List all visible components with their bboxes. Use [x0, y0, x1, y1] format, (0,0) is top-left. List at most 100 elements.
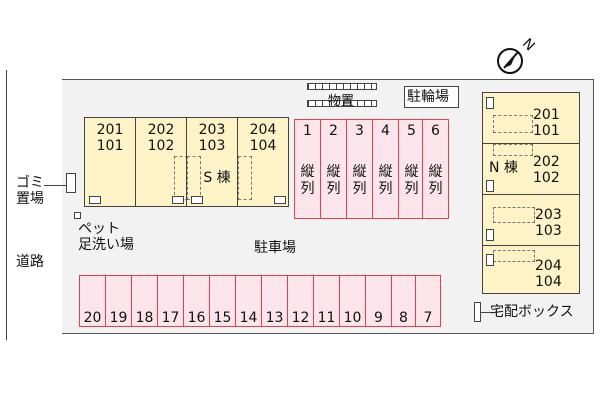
- storage-label: 物置: [328, 94, 355, 109]
- s-unit-4-stair: [238, 156, 252, 200]
- s-unit-4-upper: 204: [249, 122, 277, 138]
- parking-label: 駐車場: [254, 240, 296, 256]
- s-unit-3-lower: 103: [198, 138, 226, 154]
- parking-slot: 10: [339, 275, 366, 327]
- n-unit-1-door: [486, 97, 494, 109]
- s-unit-3: 203 103 S 棟: [186, 117, 238, 207]
- s-building: 201 101 202 102 203 103 S 棟 204 104: [84, 117, 289, 207]
- parking-slot: 20: [79, 275, 106, 327]
- parking-slot: 17: [157, 275, 184, 327]
- n-unit-2-upper: 202: [533, 154, 560, 170]
- delivery-box-marker: [474, 302, 481, 322]
- road-label: 道路: [16, 254, 44, 270]
- garbage-bin: [66, 173, 76, 193]
- road-edge-line: [6, 70, 7, 340]
- s-unit-4: 204 104: [237, 117, 289, 207]
- s-unit-1-door: [89, 196, 101, 204]
- storage-area: [307, 83, 377, 107]
- parking-slot: 12: [287, 275, 314, 327]
- n-building-label: N 棟: [489, 160, 518, 176]
- vertical-parking-slot: 1 縦 列: [294, 119, 321, 219]
- delivery-leader-line: [481, 312, 491, 313]
- slot-type: 縦 列: [404, 164, 419, 197]
- pet-wash-marker: [74, 212, 81, 219]
- slot-number: 8: [399, 310, 408, 326]
- n-unit-3-door: [486, 229, 494, 241]
- slot-number: 15: [213, 310, 232, 326]
- n-unit-1-stair: [493, 115, 533, 133]
- slot-number: 19: [109, 310, 128, 326]
- slot-type: 縦 列: [326, 164, 341, 197]
- parking-slot: 19: [105, 275, 132, 327]
- s-unit-2: 202 102: [135, 117, 188, 207]
- slot-number: 9: [374, 310, 383, 326]
- s-unit-1-upper: 201: [96, 122, 124, 138]
- n-unit-1-lower: 101: [533, 123, 560, 139]
- parking-slot: 15: [209, 275, 236, 327]
- bicycle-label: 駐輪場: [407, 89, 449, 105]
- n-unit-3-lower: 103: [535, 223, 562, 239]
- n-unit-3: 203 103: [482, 194, 580, 246]
- slot-number: 17: [161, 310, 180, 326]
- s-unit-4-door: [274, 196, 286, 204]
- slot-type: 縦 列: [428, 164, 443, 197]
- parking-slot: 16: [183, 275, 210, 327]
- s-building-label: S 棟: [203, 170, 231, 186]
- storage-bottom-row: [307, 100, 377, 107]
- parking-slot: 18: [131, 275, 158, 327]
- garbage-leader-line: [44, 185, 66, 186]
- vertical-parking-slot: 4 縦 列: [372, 119, 399, 219]
- n-unit-2-lower: 102: [533, 170, 560, 186]
- n-unit-1-upper: 201: [533, 107, 560, 123]
- n-unit-1: 201 101: [482, 92, 580, 144]
- n-building: 201 101 202 102 N 棟 203 103 204 104: [482, 92, 580, 294]
- s-unit-1: 201 101: [84, 117, 136, 207]
- slot-number: 5: [407, 123, 416, 139]
- north-arrow-icon: [496, 46, 524, 74]
- parking-slot: 13: [261, 275, 288, 327]
- slot-number: 11: [317, 310, 336, 326]
- n-unit-2-stair: [493, 144, 533, 156]
- storage-top-row: [307, 83, 377, 90]
- vertical-parking-slot: 5 縦 列: [398, 119, 425, 219]
- slot-number: 1: [303, 123, 312, 139]
- vertical-parking-slot: 6 縦 列: [422, 119, 449, 219]
- garbage-label: ゴミ 置場: [16, 175, 44, 207]
- vertical-parking-slot: 3 縦 列: [346, 119, 373, 219]
- slot-number: 10: [343, 310, 362, 326]
- parking-slot: 8: [391, 275, 416, 327]
- slot-number: 12: [291, 310, 310, 326]
- slot-number: 2: [329, 123, 338, 139]
- bicycle-parking: 駐輪場: [404, 86, 459, 108]
- s-unit-2-lower: 102: [147, 138, 175, 154]
- parking-slot: 7: [415, 275, 441, 327]
- pet-wash-label: ペット 足洗い場: [78, 221, 134, 253]
- s-unit-4-lower: 104: [249, 138, 277, 154]
- parking-slot: 14: [235, 275, 262, 327]
- vertical-parking-slot: 2 縦 列: [320, 119, 347, 219]
- s-unit-1-lower: 101: [96, 138, 124, 154]
- n-unit-3-stair: [493, 207, 535, 223]
- s-unit-3-door: [191, 196, 203, 204]
- parking-slot: 11: [313, 275, 340, 327]
- n-unit-2: 202 102 N 棟: [482, 143, 580, 195]
- slot-type: 縦 列: [352, 164, 367, 197]
- slot-number: 3: [355, 123, 364, 139]
- s-unit-2-upper: 202: [147, 122, 175, 138]
- slot-number: 20: [83, 310, 102, 326]
- vertical-parking-group: 1 縦 列 2 縦 列 3 縦 列 4 縦 列 5 縦 列 6 縦 列: [294, 119, 449, 219]
- n-unit-4: 204 104: [482, 245, 580, 294]
- n-unit-4-stair: [493, 250, 535, 262]
- slot-number: 4: [381, 123, 390, 139]
- n-unit-4-upper: 204: [535, 258, 562, 274]
- slot-number: 16: [187, 310, 206, 326]
- slot-number: 13: [265, 310, 284, 326]
- slot-number: 7: [423, 310, 433, 326]
- slot-number: 6: [431, 123, 440, 139]
- bottom-parking-row: 20 19 18 17 16 15 14 13 12 11 10 9 8 7: [79, 275, 441, 327]
- slot-type: 縦 列: [300, 164, 315, 197]
- n-unit-3-upper: 203: [535, 207, 562, 223]
- n-unit-4-door: [486, 254, 494, 266]
- slot-type: 縦 列: [378, 164, 393, 197]
- s-unit-3-upper: 203: [198, 122, 226, 138]
